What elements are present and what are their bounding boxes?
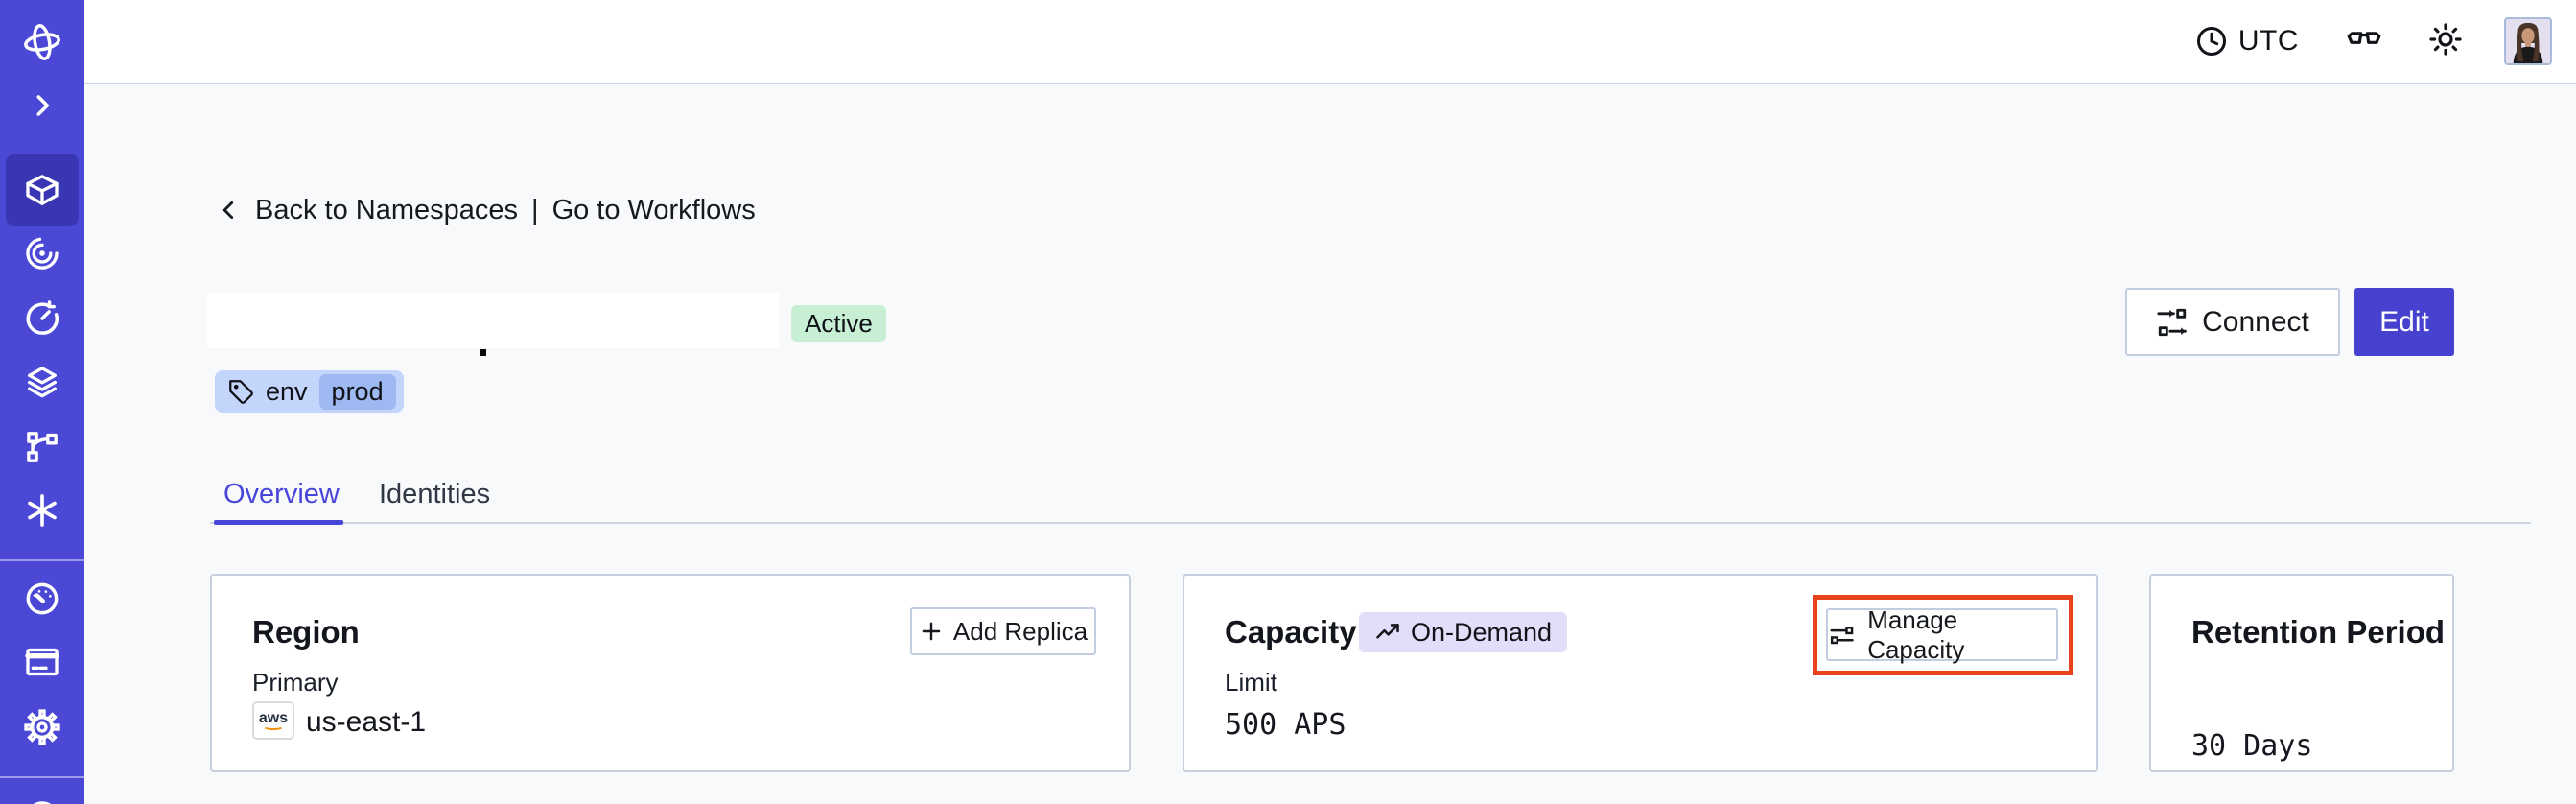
theme-toggle-button[interactable] xyxy=(2427,21,2464,62)
timezone-label: UTC xyxy=(2237,25,2299,57)
main-content: Back to Namespaces | Go to Workflows Act… xyxy=(84,86,2576,804)
usage-gauge-icon xyxy=(26,582,59,615)
trending-up-icon xyxy=(1376,624,1399,639)
connect-button[interactable]: Connect xyxy=(2125,288,2340,356)
manage-capacity-button[interactable]: Manage Capacity xyxy=(1826,605,2058,664)
sidebar-item-settings[interactable] xyxy=(0,708,84,746)
sidebar-item-nexus[interactable] xyxy=(0,491,84,530)
edit-button[interactable]: Edit xyxy=(2354,288,2454,356)
connect-flow-icon xyxy=(2157,308,2187,336)
sidebar-expand-chevron-icon[interactable] xyxy=(0,88,84,123)
region-primary-label: Primary xyxy=(252,668,339,697)
capacity-card: Capacity On-Demand Manage Capacity Limit xyxy=(1183,574,2098,772)
timezone-selector[interactable]: UTC xyxy=(2194,24,2299,59)
deployments-layers-icon xyxy=(28,367,57,398)
tab-overview[interactable]: Overview xyxy=(223,479,340,509)
active-tab-underline xyxy=(214,520,343,525)
plus-icon xyxy=(922,622,941,641)
workflows-spiral-icon xyxy=(26,237,59,270)
add-replica-label: Add Replica xyxy=(952,616,1089,646)
namespace-tag-chip[interactable]: env prod xyxy=(215,370,404,413)
breadcrumb-separator: | xyxy=(531,194,539,225)
region-card: Region Add Replica Primary aws us-east-1 xyxy=(210,574,1131,772)
aws-provider-icon: aws xyxy=(252,701,294,740)
brightness-sun-icon xyxy=(2429,22,2462,56)
retention-card-title: Retention Period xyxy=(2191,614,2446,650)
status-badge: Active xyxy=(791,305,886,342)
sidebar xyxy=(0,0,84,804)
aws-logo-text: aws xyxy=(258,710,289,726)
region-value: us-east-1 xyxy=(306,706,427,738)
top-bar: UTC xyxy=(84,0,2576,84)
sliders-icon xyxy=(1830,626,1854,644)
schedules-timer-icon xyxy=(26,300,59,335)
add-replica-button[interactable]: Add Replica xyxy=(910,607,1096,655)
tag-icon xyxy=(229,379,253,404)
nexus-asterisk-icon xyxy=(28,494,57,527)
sidebar-item-profile[interactable] xyxy=(0,798,84,804)
capacity-card-title: Capacity xyxy=(1225,614,1357,650)
glasses-icon xyxy=(2347,31,2381,44)
namespaces-cube-icon xyxy=(26,175,59,205)
sidebar-item-batch-operations[interactable] xyxy=(0,428,84,466)
manage-capacity-label: Manage Capacity xyxy=(1867,604,1965,664)
clock-icon xyxy=(2196,27,2226,56)
redaction-artifact xyxy=(480,349,486,356)
user-avatar[interactable] xyxy=(2504,17,2552,65)
sidebar-item-usage[interactable] xyxy=(0,579,84,618)
accessibility-glasses-button[interactable] xyxy=(2345,20,2383,63)
tab-identities[interactable]: Identities xyxy=(379,479,491,509)
temporal-logo-icon[interactable] xyxy=(0,21,84,63)
on-demand-badge: On-Demand xyxy=(1359,612,1568,652)
batch-branch-icon xyxy=(27,432,58,462)
go-to-workflows-link[interactable]: Go to Workflows xyxy=(551,194,756,225)
billing-card-icon xyxy=(25,648,59,676)
capacity-limit-label: Limit xyxy=(1225,668,1277,697)
sidebar-divider xyxy=(0,776,84,778)
tabs-divider-line xyxy=(210,522,2531,524)
back-to-namespaces-link[interactable]: Back to Namespaces xyxy=(255,194,519,225)
settings-gear-icon xyxy=(24,709,60,745)
breadcrumb[interactable]: Back to Namespaces | Go to Workflows xyxy=(217,194,756,226)
sidebar-item-namespaces[interactable] xyxy=(0,171,84,209)
tag-value: prod xyxy=(318,373,396,410)
profile-circle-icon xyxy=(33,801,52,804)
capacity-value: 500 APS xyxy=(1225,708,1347,742)
sidebar-item-deployments[interactable] xyxy=(0,363,84,401)
connect-button-label: Connect xyxy=(2202,305,2309,338)
avatar-image xyxy=(2506,19,2550,63)
region-card-title: Region xyxy=(252,614,360,650)
redacted-namespace-name xyxy=(207,293,779,348)
retention-card: Retention Period 30 Days xyxy=(2149,574,2454,772)
sidebar-item-workflows[interactable] xyxy=(0,234,84,272)
sidebar-item-billing[interactable] xyxy=(0,643,84,681)
aws-smile-arc xyxy=(263,722,284,730)
tag-key: env xyxy=(266,376,308,406)
on-demand-badge-label: On-Demand xyxy=(1411,617,1553,647)
edit-button-label: Edit xyxy=(2379,305,2429,338)
sidebar-divider xyxy=(0,559,84,561)
retention-value: 30 Days xyxy=(2191,729,2313,763)
chevron-left-icon xyxy=(222,201,234,219)
sidebar-item-schedules[interactable] xyxy=(0,299,84,338)
